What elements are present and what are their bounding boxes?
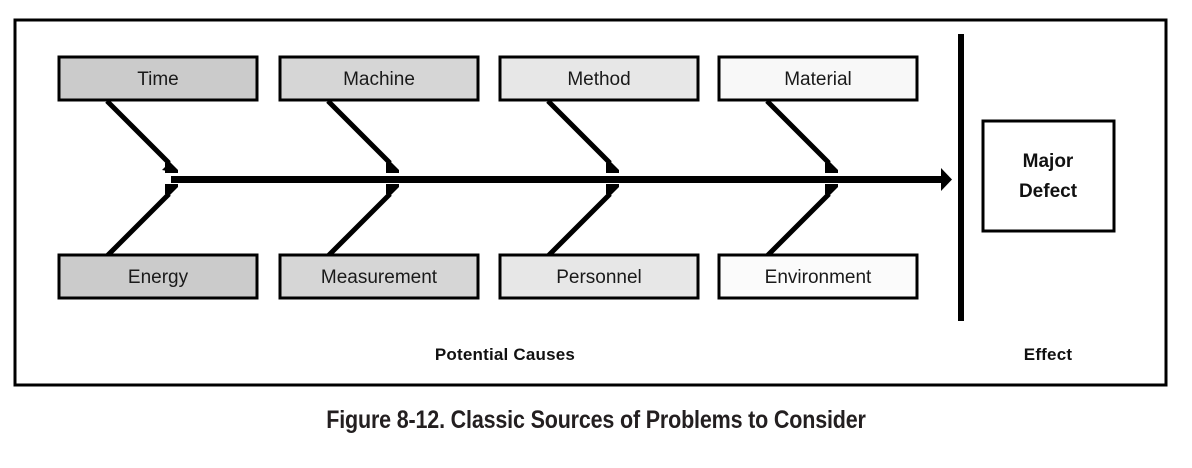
- arrow-measurement-to-spine: [326, 184, 399, 258]
- effect-section-label: Effect: [1024, 345, 1073, 364]
- effect-box-line2: Defect: [1019, 181, 1078, 202]
- arrow-personnel-to-spine: [546, 184, 619, 258]
- cause-box-machine[interactable]: Machine: [278, 55, 480, 102]
- cause-box-label: Personnel: [556, 267, 642, 288]
- arrow-method-to-spine: [546, 99, 619, 173]
- effect-box-line1: Major: [1023, 151, 1074, 172]
- cause-box-rect: [57, 55, 259, 102]
- cause-box-label: Measurement: [321, 267, 438, 288]
- cause-box-rect: [498, 253, 700, 300]
- cause-box-rect: [57, 253, 259, 300]
- cause-box-label: Environment: [765, 267, 872, 288]
- cause-box-rect: [717, 55, 919, 102]
- effect-box-rect: [981, 119, 1116, 233]
- arrow-machine-to-spine: [326, 99, 399, 173]
- effect-box[interactable]: Major Defect: [981, 119, 1116, 233]
- potential-causes-label: Potential Causes: [435, 345, 575, 364]
- arrow-material-to-spine: [765, 99, 838, 173]
- cause-box-label: Time: [137, 69, 179, 90]
- cause-box-material[interactable]: Material: [717, 55, 919, 102]
- cause-box-label: Energy: [128, 267, 189, 288]
- cause-box-environment[interactable]: Environment: [717, 253, 919, 300]
- cause-box-label: Material: [784, 69, 852, 90]
- cause-box-method[interactable]: Method: [498, 55, 700, 102]
- cause-box-measurement[interactable]: Measurement: [278, 253, 480, 300]
- cause-box-rect: [278, 55, 480, 102]
- cause-box-rect: [717, 253, 919, 300]
- cause-box-rect: [278, 253, 480, 300]
- figure-caption: Figure 8-12. Classic Sources of Problems…: [326, 406, 866, 434]
- cause-box-rect: [498, 55, 700, 102]
- arrow-environment-to-spine: [765, 184, 838, 258]
- arrow-energy-to-spine: [105, 184, 178, 258]
- arrow-time-to-spine: [105, 99, 178, 173]
- cause-box-energy[interactable]: Energy: [57, 253, 259, 300]
- cause-box-label: Machine: [343, 69, 415, 90]
- cause-box-time[interactable]: Time: [57, 55, 259, 102]
- spine-arrowhead: [941, 168, 952, 191]
- cause-box-personnel[interactable]: Personnel: [498, 253, 700, 300]
- cause-box-label: Method: [567, 69, 630, 90]
